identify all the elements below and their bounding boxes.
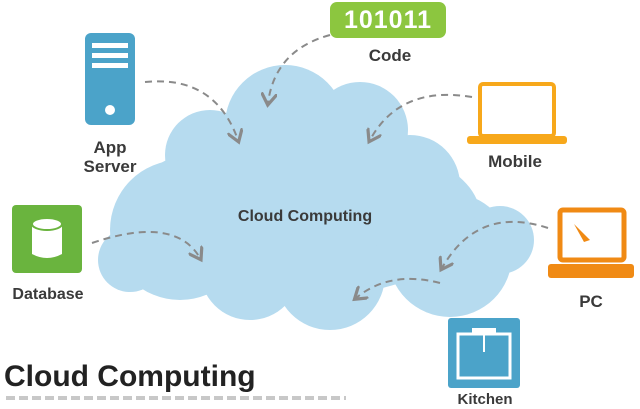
- database-label: Database: [12, 286, 84, 303]
- laptop-icon: [467, 82, 567, 144]
- connection-arrows: [91, 34, 549, 298]
- database-icon: [12, 205, 82, 273]
- kitchen-icon: [448, 318, 520, 388]
- cloud-shape: [98, 65, 534, 330]
- kitchen-label: Kitchen: [457, 391, 513, 408]
- code-label: Code: [368, 46, 412, 65]
- arrow-app-server: [144, 80, 238, 140]
- cloud-center-label: Cloud Computing: [237, 208, 373, 225]
- arrow-mobile: [370, 93, 473, 140]
- arrow-database: [91, 230, 200, 258]
- code-badge: 101011: [330, 2, 446, 38]
- app-server-label: App Server: [83, 138, 137, 176]
- arrow-code: [268, 34, 331, 103]
- server-icon: [85, 33, 135, 125]
- blurred-subtitle: [6, 396, 346, 400]
- page-title: Cloud Computing: [4, 360, 256, 393]
- arrow-pc: [442, 220, 549, 268]
- pc-label: PC: [579, 292, 603, 311]
- monitor-icon: [548, 207, 634, 278]
- mobile-label: Mobile: [488, 152, 542, 171]
